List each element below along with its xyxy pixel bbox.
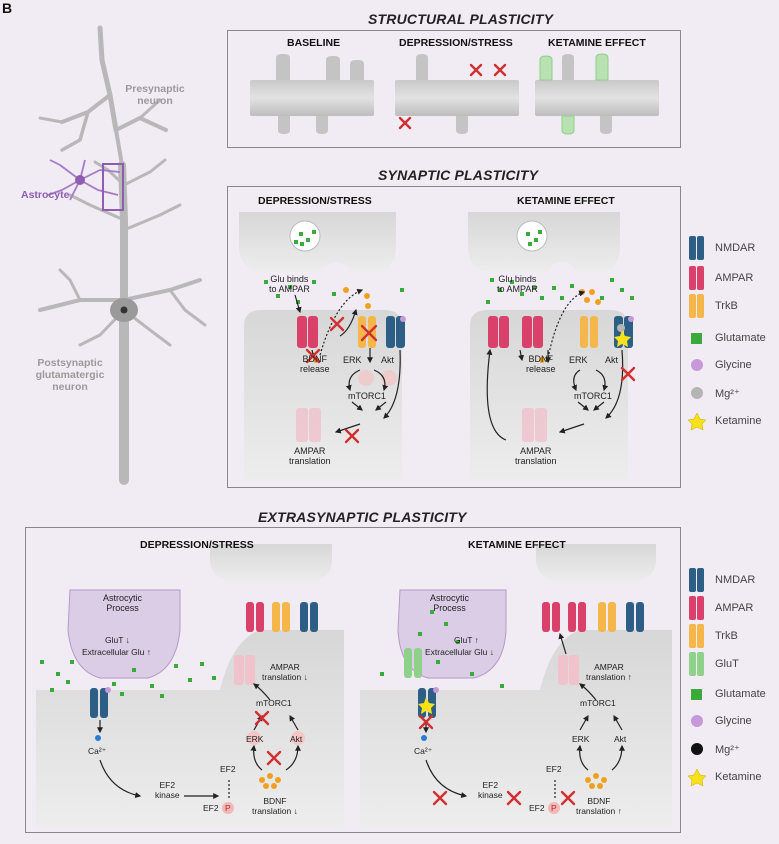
ef2-left: EF2 xyxy=(220,764,236,774)
presynaptic-label: Presynaptic neuron xyxy=(125,83,185,107)
legend2-glycine: Glycine xyxy=(715,715,752,727)
structural-panel xyxy=(227,30,681,148)
legend2-trkb: TrkB xyxy=(715,630,738,642)
ef2-kinase-left: EF2 kinase xyxy=(155,780,180,800)
extrasynaptic-receptors xyxy=(90,602,644,814)
extra-ketamine: KETAMINE EFFECT xyxy=(468,539,566,551)
astrocyte-label: Astrocyte xyxy=(21,189,70,201)
akt-right: Akt xyxy=(605,355,619,365)
akt-left: Akt xyxy=(381,355,395,365)
synaptic-ketamine: KETAMINE EFFECT xyxy=(517,195,615,207)
phospho-left: P xyxy=(225,803,231,813)
extrasynaptic-glutamate xyxy=(40,610,504,698)
legend-nmdar: NMDAR xyxy=(715,242,756,254)
extrasynaptic-title: EXTRASYNAPTIC PLASTICITY xyxy=(258,509,467,525)
phospho-right: P xyxy=(551,803,557,813)
structural-depression: DEPRESSION/STRESS xyxy=(399,37,513,49)
legend-trkb: TrkB xyxy=(715,300,738,312)
ef2-right: EF2 xyxy=(546,764,562,774)
akt-extra-right: Akt xyxy=(614,734,627,744)
structural-panel-art xyxy=(250,53,659,135)
extrasynaptic-art xyxy=(36,544,672,828)
synaptic-inhibition-marks xyxy=(305,316,636,444)
extrasynaptic-arrows xyxy=(97,632,625,799)
astrocyte-soma xyxy=(75,175,85,185)
ef2p-left: EF2 xyxy=(203,803,219,813)
akt-extra-left: Akt xyxy=(290,734,303,744)
legend2-ampar: AMPAR xyxy=(715,602,754,614)
synaptic-arrows xyxy=(294,294,624,441)
extrasynaptic-inhibition-marks xyxy=(254,710,576,806)
legend2-mg: Mg²⁺ xyxy=(715,744,740,756)
extra-depression: DEPRESSION/STRESS xyxy=(140,539,254,551)
ampar-translation-left: AMPAR translation xyxy=(289,446,331,466)
glut-up: GluT ↑ xyxy=(454,635,479,645)
ampar-trans-down: AMPAR translation ↓ xyxy=(262,662,308,682)
structural-ketamine: KETAMINE EFFECT xyxy=(548,37,646,49)
nucleus xyxy=(120,306,128,314)
bdnf-release-left: BDNF release xyxy=(300,354,330,374)
glu-binds-right: Glu binds to AMPAR xyxy=(497,274,538,294)
legend2-glut: GluT xyxy=(715,658,739,670)
legend-ketamine: Ketamine xyxy=(715,415,762,427)
figure-letter: B xyxy=(2,0,13,16)
legend-glycine: Glycine xyxy=(715,359,752,371)
erk-left: ERK xyxy=(343,355,362,365)
legend2-ketamine: Ketamine xyxy=(715,771,762,783)
legend2-nmdar: NMDAR xyxy=(715,574,756,586)
astro-process-left: Astrocytic Process xyxy=(103,593,143,613)
synapse-highlight-box xyxy=(102,163,124,211)
ampar-translation-right: AMPAR translation xyxy=(515,446,557,466)
ca-left: Ca²⁺ xyxy=(88,746,107,756)
extrasynaptic-panel xyxy=(25,527,681,833)
postsynaptic-label: Postsynaptic glutamatergic neuron xyxy=(35,357,105,393)
mtorc1-extra-right: mTORC1 xyxy=(580,698,616,708)
legend-mg: Mg²⁺ xyxy=(715,388,740,400)
ef2p-right: EF2 xyxy=(529,803,545,813)
extra-glu-down: Extracellular Glu ↓ xyxy=(425,647,494,657)
synaptic-title: SYNAPTIC PLASTICITY xyxy=(378,167,539,183)
ampar-trans-up: AMPAR translation ↑ xyxy=(586,662,632,682)
astro-process-right: Astrocytic Process xyxy=(430,593,470,613)
legend-icons-extra xyxy=(687,568,707,787)
legend-icons-synaptic xyxy=(687,236,707,431)
synaptic-depression: DEPRESSION/STRESS xyxy=(258,195,372,207)
legend-glutamate: Glutamate xyxy=(715,332,766,344)
synaptic-panel xyxy=(227,186,681,488)
structural-title: STRUCTURAL PLASTICITY xyxy=(368,11,554,27)
ca-right: Ca²⁺ xyxy=(414,746,433,756)
erk-right: ERK xyxy=(569,355,588,365)
mtorc1-right: mTORC1 xyxy=(574,391,612,401)
bdnf-trans-up: BDNF translation ↑ xyxy=(576,796,622,816)
mtorc1-extra-left: mTORC1 xyxy=(256,698,292,708)
structural-baseline: BASELINE xyxy=(287,37,341,49)
glut-down: GluT ↓ xyxy=(105,635,130,645)
bdnf-trans-down: BDNF translation ↓ xyxy=(252,796,298,816)
erk-extra-left: ERK xyxy=(246,734,264,744)
synaptic-panel-art xyxy=(239,212,628,480)
mtorc1-left: mTORC1 xyxy=(348,391,386,401)
bdnf-release-right: BDNF release xyxy=(526,354,556,374)
ef2-kinase-right: EF2 kinase xyxy=(478,780,503,800)
glutamate-particles xyxy=(264,230,634,304)
legend2-glutamate: Glutamate xyxy=(715,688,766,700)
extra-glu-up: Extracellular Glu ↑ xyxy=(82,647,151,657)
glu-binds-left: Glu binds to AMPAR xyxy=(269,274,310,294)
erk-extra-right: ERK xyxy=(572,734,590,744)
legend-ampar: AMPAR xyxy=(715,272,754,284)
astrocyte-illustration xyxy=(47,159,121,201)
